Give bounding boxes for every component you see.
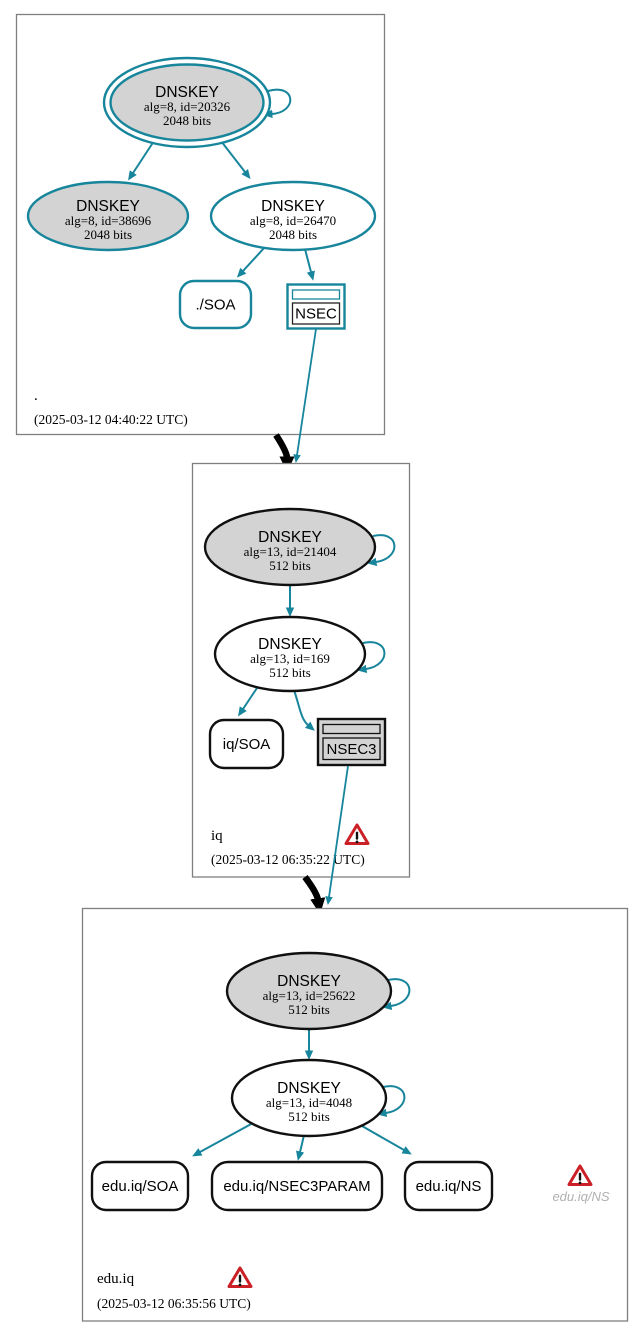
root-nsec-top-bar xyxy=(291,289,341,300)
edge-zsk-to-nsec xyxy=(304,248,315,281)
node-dnskey-169[interactable]: DNSKEY alg=13, id=169 512 bits xyxy=(213,615,367,693)
edge-zsk169-to-nsec3 xyxy=(293,689,315,731)
root-soa-rect xyxy=(178,279,253,330)
delegation-arrow-iq-to-edu-iq xyxy=(302,875,326,915)
edu-iq-nsec3param-label: edu.iq/NSEC3PARAM xyxy=(223,1178,370,1195)
dnskey-169-ellipse xyxy=(213,615,367,693)
iq-soa-label: iq/SOA xyxy=(223,736,271,753)
edu-iq-ns-warning-caption: edu.iq/NS xyxy=(552,1189,609,1204)
dnskey-4048-detail: alg=13, id=4048 xyxy=(266,1095,352,1110)
edge-nsec-to-iq-zone xyxy=(293,328,317,464)
dnskey-25622-ellipse xyxy=(225,951,393,1031)
dnskey-26470-ellipse xyxy=(209,180,377,252)
node-iq-soa[interactable]: iq/SOA xyxy=(208,718,285,770)
edge-zsk-to-root-soa xyxy=(236,246,266,278)
zone-edu-iq: DNSKEY alg=13, id=25622 512 bits DNSKEY … xyxy=(81,907,629,1322)
zone-root-label: . xyxy=(34,388,38,404)
dnskey-25622-title: DNSKEY xyxy=(277,973,341,990)
self-loop-dnskey-21404 xyxy=(367,534,396,567)
node-dnskey-25622[interactable]: DNSKEY alg=13, id=25622 512 bits xyxy=(225,951,393,1031)
dnskey-21404-bits: 512 bits xyxy=(269,558,311,573)
zone-root-timestamp: (2025-03-12 04:40:22 UTC) xyxy=(34,412,188,427)
dnskey-26470-detail: alg=8, id=26470 xyxy=(250,213,336,228)
dnskey-21404-detail: alg=13, id=21404 xyxy=(244,544,337,559)
iq-nsec3-text-cell xyxy=(322,737,381,761)
edu-iq-soa-label: edu.iq/SOA xyxy=(102,1178,179,1195)
iq-soa-rect xyxy=(208,718,285,770)
dnskey-20326-detail: alg=8, id=20326 xyxy=(144,99,231,114)
node-root-nsec[interactable]: NSEC xyxy=(286,283,346,330)
node-edu-iq-soa[interactable]: edu.iq/SOA xyxy=(90,1160,190,1212)
self-loop-dnskey-25622 xyxy=(382,978,411,1011)
delegation-arrow-root-to-iq xyxy=(273,433,295,473)
edge-zsk169-to-iq-soa xyxy=(238,687,258,717)
zone-iq-timestamp: (2025-03-12 06:35:22 UTC) xyxy=(211,852,365,867)
edu-iq-ns-warning: edu.iq/NS xyxy=(552,1164,610,1204)
dnskey-21404-ellipse xyxy=(203,507,377,587)
edu-iq-soa-rect xyxy=(90,1160,190,1212)
dnskey-38696-ellipse xyxy=(26,180,190,252)
dnskey-26470-title: DNSKEY xyxy=(261,198,325,215)
zone-edu-iq-timestamp: (2025-03-12 06:35:56 UTC) xyxy=(97,1296,251,1311)
dnskey-20326-inner-ring xyxy=(109,63,265,142)
dnskey-4048-ellipse xyxy=(230,1058,388,1138)
node-dnskey-38696[interactable]: DNSKEY alg=8, id=38696 2048 bits xyxy=(26,180,190,252)
node-iq-nsec3[interactable]: NSEC3 xyxy=(316,717,387,767)
edge-zsk4048-to-edu-iq-soa xyxy=(192,1122,254,1157)
node-dnskey-21404[interactable]: DNSKEY alg=13, id=21404 512 bits xyxy=(203,507,377,587)
root-nsec-label: NSEC xyxy=(295,306,337,323)
node-edu-iq-ns[interactable]: edu.iq/NS xyxy=(403,1160,494,1212)
iq-nsec3-top-bar xyxy=(322,723,381,735)
root-soa-label: ./SOA xyxy=(195,297,235,314)
edu-iq-nsec3param-rect xyxy=(210,1160,384,1212)
dnskey-26470-bits: 2048 bits xyxy=(269,227,317,242)
self-loop-dnskey-169 xyxy=(357,641,386,674)
dnskey-38696-detail: alg=8, id=38696 xyxy=(65,213,152,228)
edge-nsec3-to-edu-iq-zone xyxy=(325,765,349,906)
node-dnskey-4048[interactable]: DNSKEY alg=13, id=4048 512 bits xyxy=(230,1058,388,1138)
dnskey-169-bits: 512 bits xyxy=(269,665,311,680)
dnskey-21404-title: DNSKEY xyxy=(258,529,322,546)
self-loop-dnskey-4048 xyxy=(377,1085,406,1118)
dnskey-25622-detail: alg=13, id=25622 xyxy=(263,988,356,1003)
dnskey-169-detail: alg=13, id=169 xyxy=(250,651,330,666)
dnskey-4048-title: DNSKEY xyxy=(277,1080,341,1097)
dnskey-20326-bits: 2048 bits xyxy=(163,113,211,128)
node-dnskey-20326[interactable]: DNSKEY alg=8, id=20326 2048 bits xyxy=(102,56,272,149)
dnskey-25622-bits: 512 bits xyxy=(288,1002,330,1017)
zone-iq: DNSKEY alg=13, id=21404 512 bits DNSKEY … xyxy=(191,462,411,878)
edu-iq-ns-rect xyxy=(403,1160,494,1212)
edge-zsk4048-to-edu-iq-ns xyxy=(361,1125,412,1155)
dnskey-4048-bits: 512 bits xyxy=(288,1109,330,1124)
edge-ksk-to-zsk26470 xyxy=(220,140,251,180)
node-edu-iq-nsec3param[interactable]: edu.iq/NSEC3PARAM xyxy=(210,1160,384,1212)
dnskey-38696-bits: 2048 bits xyxy=(84,227,132,242)
edu-iq-ns-label: edu.iq/NS xyxy=(416,1178,482,1195)
dnskey-169-title: DNSKEY xyxy=(258,636,322,653)
root-nsec-text-cell xyxy=(291,302,341,325)
zone-iq-label: iq xyxy=(211,828,223,844)
edge-ksk-to-key38696 xyxy=(128,140,155,181)
iq-nsec3-label: NSEC3 xyxy=(326,741,376,758)
node-dnskey-26470[interactable]: DNSKEY alg=8, id=26470 2048 bits xyxy=(209,180,377,252)
dnskey-38696-title: DNSKEY xyxy=(76,198,140,215)
dnskey-20326-title: DNSKEY xyxy=(155,84,219,101)
node-root-soa[interactable]: ./SOA xyxy=(178,279,253,330)
zone-edu-iq-label: edu.iq xyxy=(97,1271,135,1287)
self-loop-ksk-20326 xyxy=(263,88,292,119)
zone-root: DNSKEY alg=8, id=20326 2048 bits DNSKEY … xyxy=(15,13,386,436)
